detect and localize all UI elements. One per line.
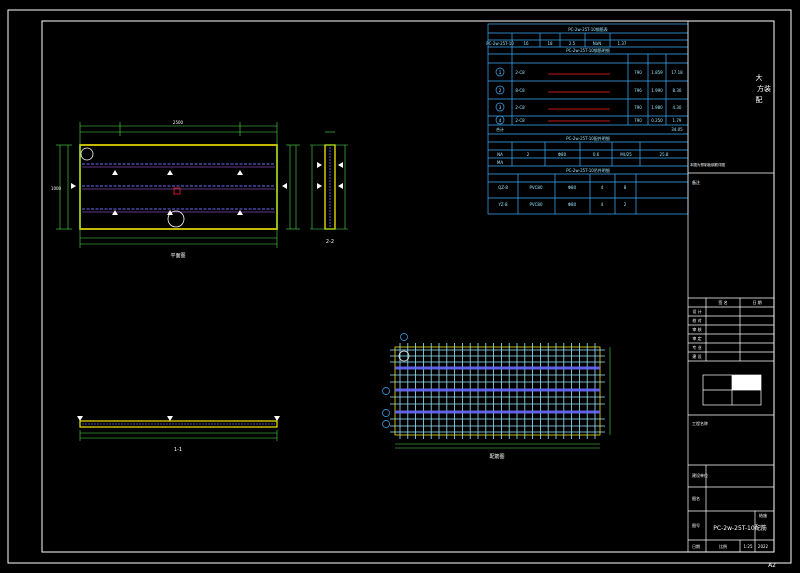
sign-header-0: 签 名 bbox=[718, 299, 727, 305]
row1-c1: 16 bbox=[523, 41, 529, 46]
unit-label: 建设单位 bbox=[692, 472, 708, 478]
total-value: 34.05 bbox=[671, 127, 683, 132]
rebar-4-t: 1.79 bbox=[673, 118, 682, 123]
rebar-2-code: 8-C8 bbox=[515, 88, 525, 93]
section-2-2: 2-2 bbox=[310, 131, 348, 245]
lift-1-c4: 8 bbox=[624, 185, 627, 190]
rebar-2-w: 1.990 bbox=[651, 88, 663, 93]
scale-value: 1:25 bbox=[744, 544, 753, 549]
row1-c5: 1.37 bbox=[618, 41, 627, 46]
table-title-1: PC-2w-25T-10钢筋表 bbox=[568, 26, 608, 32]
rebar-2-id: 2 bbox=[499, 88, 502, 93]
lift-2-c0: YZ-8 bbox=[497, 202, 508, 207]
rebar-3-t: 4.30 bbox=[673, 105, 682, 110]
rebar-1-w: 1.859 bbox=[651, 70, 663, 75]
section-1-label: 1-1 bbox=[174, 447, 182, 453]
rebar-1-t: 17.18 bbox=[671, 70, 683, 75]
rebar-2-len: 796 bbox=[634, 88, 642, 93]
rebar-3-len: 790 bbox=[634, 105, 642, 110]
lift-2-c1: PVC80 bbox=[529, 202, 542, 207]
rebar-1-len: 790 bbox=[634, 70, 642, 75]
table-title-3: PC-2w-25T-10配件明细 bbox=[566, 135, 610, 141]
title-block bbox=[687, 21, 774, 552]
total-label: 合计 bbox=[496, 126, 504, 132]
tb-row-2: 审 核 bbox=[692, 326, 701, 332]
lift-1-c1: PVC80 bbox=[529, 185, 542, 190]
project-label: 工程名称 bbox=[692, 420, 708, 426]
rebar-1-id: 1 bbox=[499, 70, 502, 75]
tb-row-3: 审 定 bbox=[692, 335, 701, 341]
section-2-label: 2-2 bbox=[326, 239, 334, 245]
sign-header-1: 日 期 bbox=[752, 299, 761, 305]
rebar-layout-label: 配筋图 bbox=[489, 453, 504, 460]
tb-row-4: 专 业 bbox=[692, 344, 701, 350]
sheet-size-label: A2 bbox=[768, 562, 776, 569]
table-note: 本图为预制板钢筋详图 bbox=[690, 162, 725, 167]
rebar-3-code: 2-C8 bbox=[515, 105, 525, 110]
part-1-c2: Φ80 bbox=[558, 152, 567, 157]
drawing-label: 图名 bbox=[692, 495, 700, 501]
lift-2-c2: Φ80 bbox=[568, 202, 577, 207]
part-1-c5: 25.8 bbox=[660, 152, 669, 157]
inner-frame bbox=[41, 20, 775, 553]
part-1-c0: NA bbox=[497, 152, 503, 157]
lift-1-c2: Φ80 bbox=[568, 185, 577, 190]
plan-label: 平面图 bbox=[170, 253, 185, 259]
part-1-c4: MU25 bbox=[620, 152, 632, 157]
remark-label: 备注 bbox=[692, 179, 700, 185]
drawing-no-value: 结施 bbox=[759, 512, 767, 518]
part-2-c0: MA bbox=[497, 160, 503, 165]
title-block-logo-fill bbox=[732, 375, 761, 390]
company-name-2: 方装 bbox=[757, 84, 771, 93]
lift-1-c0: QZ-8 bbox=[498, 185, 508, 190]
row1-c4: NaN bbox=[593, 41, 601, 46]
plan-view: 2500 1000 平面图 bbox=[51, 120, 300, 259]
row1-c0: PC-2w-25T-10 bbox=[486, 41, 514, 46]
outer-frame bbox=[7, 9, 792, 564]
rebar-1-code: 2-C8 bbox=[515, 70, 525, 75]
rebar-2-t: 8.30 bbox=[673, 88, 682, 93]
rebar-3-id: 3 bbox=[499, 105, 502, 110]
rebar-4-len: 790 bbox=[634, 118, 642, 123]
rebar-schedule-table bbox=[487, 23, 689, 215]
part-1-c3: 0.6 bbox=[593, 152, 600, 157]
lift-2-c4: 2 bbox=[624, 202, 627, 207]
part-1-c1: 2 bbox=[527, 152, 530, 157]
table-title-4: PC-2w-25T-10吊件明细 bbox=[566, 167, 610, 173]
rebar-layout-view: 配筋图 bbox=[382, 333, 611, 460]
row1-c3: 2.5 bbox=[569, 41, 576, 46]
tb-row-1: 校 对 bbox=[692, 317, 701, 323]
date-label: 日期 bbox=[692, 543, 700, 549]
rebar-4-code: 2-C8 bbox=[515, 118, 525, 123]
row1-c2: 18 bbox=[547, 41, 553, 46]
plan-slab-outline bbox=[79, 144, 278, 230]
table-title-2: PC-2w-25T-10钢筋明细 bbox=[566, 47, 610, 53]
company-name-1: 大 bbox=[756, 73, 763, 82]
rebar-4-w: 0.250 bbox=[651, 118, 663, 123]
lift-2-c3: 4 bbox=[601, 202, 604, 207]
rebar-3-w: 1.980 bbox=[651, 105, 663, 110]
lift-1-c3: 4 bbox=[601, 185, 604, 190]
section-1-1: 1-1 bbox=[77, 416, 280, 453]
date-value: 2022 bbox=[758, 544, 769, 549]
tb-row-5: 建 设 bbox=[692, 353, 701, 359]
scale-label: 比例 bbox=[719, 543, 727, 549]
tb-row-0: 设 计 bbox=[692, 308, 701, 314]
rebar-shape-highlights bbox=[548, 73, 610, 122]
drawing-no-label: 图号 bbox=[692, 522, 700, 528]
rebar-4-id: 4 bbox=[499, 118, 502, 123]
company-name-3: 配 bbox=[756, 96, 763, 104]
plan-dim-width: 1000 bbox=[51, 186, 62, 191]
plan-dim-total: 2500 bbox=[173, 120, 184, 125]
drawing-title: PC-2w-25T-10配筋 bbox=[713, 524, 766, 532]
